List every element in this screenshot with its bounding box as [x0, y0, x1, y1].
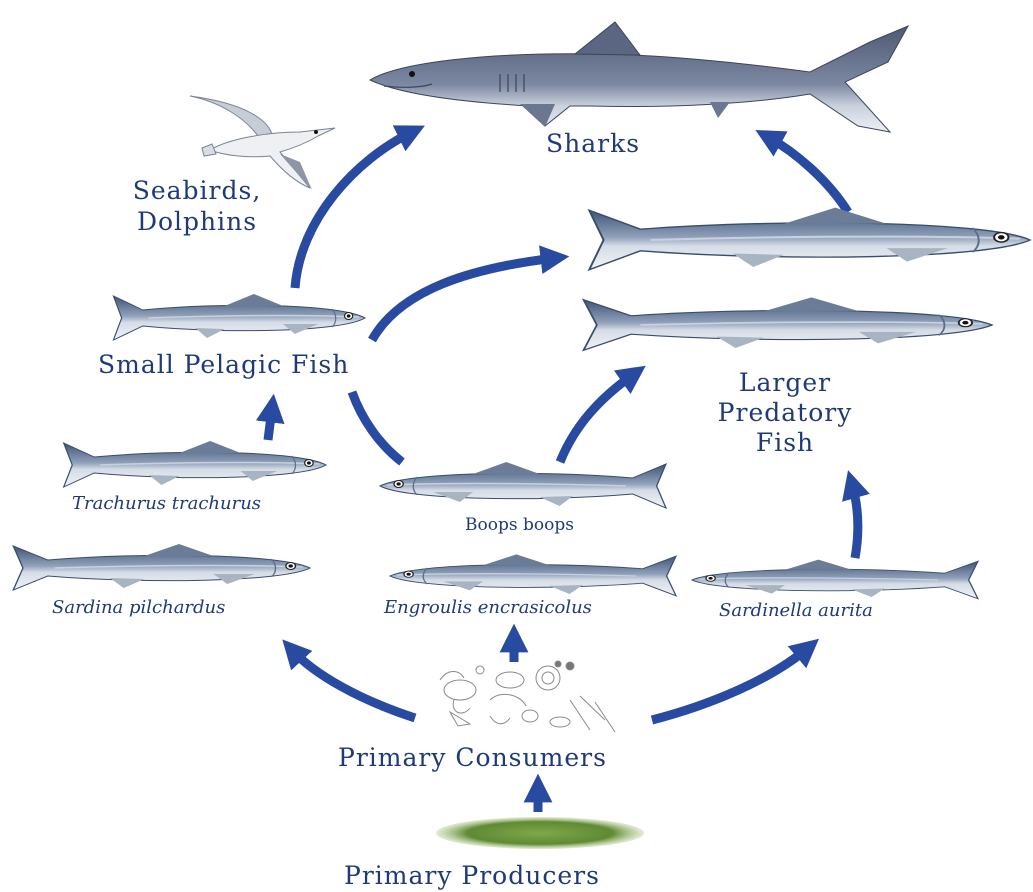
- larger-predatory-line2: Predatory: [680, 400, 890, 425]
- larger-predatory-line3: Fish: [680, 430, 890, 455]
- seabirds-label-line2: Dolphins: [102, 209, 292, 234]
- arrow-large-predatory-to-sharks: [768, 137, 848, 212]
- plankton-icon: [440, 661, 615, 732]
- sardinella-fish-icon: [692, 560, 978, 599]
- seabirds-label: Seabirds, Dolphins: [102, 178, 292, 234]
- arrow-small-pelagic-to-large-predatory: [372, 258, 555, 340]
- barracuda-icon: [584, 297, 993, 350]
- seabirds-label-line1: Seabirds,: [102, 178, 292, 203]
- primary-consumers-label: Primary Consumers: [338, 745, 607, 770]
- species-trachurus-label: Trachurus trachurus: [72, 495, 261, 513]
- algae-patch-icon: [436, 817, 644, 849]
- arrow-consumers-to-sardina: [292, 650, 415, 718]
- arrow-small-pelagic-to-sharks: [295, 132, 412, 288]
- arrow-trachurus-to-small-pelagic: [268, 408, 272, 440]
- connector-small-pelagic-to-boops: [352, 392, 402, 462]
- trachurus-fish-icon: [64, 441, 326, 487]
- species-engraulis-label: Engroulis encrasicolus: [384, 599, 592, 617]
- small-pelagic-fish-icon: [113, 294, 365, 340]
- species-sardinella-label: Sardinella aurita: [719, 602, 873, 620]
- species-boops-label: Boops boops: [465, 517, 574, 534]
- sharks-label: Sharks: [546, 131, 640, 156]
- species-sardina-label: Sardina pilchardus: [52, 599, 225, 617]
- larger-predatory-line1: Larger: [680, 370, 890, 395]
- arrow-sardinella-to-large-predatory: [852, 484, 858, 558]
- sardina-fish-icon: [13, 544, 310, 590]
- larger-predatory-fish-icon: [589, 208, 1030, 270]
- larger-predatory-label: Larger Predatory Fish: [680, 370, 890, 455]
- boops-fish-icon: [380, 462, 666, 508]
- arrow-consumers-to-sardinella: [652, 648, 808, 720]
- shark-icon: [370, 22, 908, 132]
- engraulis-fish-icon: [390, 554, 676, 595]
- primary-producers-label: Primary Producers: [344, 863, 600, 888]
- small-pelagic-label: Small Pelagic Fish: [98, 352, 349, 377]
- arrow-boops-to-large-predatory: [560, 374, 634, 462]
